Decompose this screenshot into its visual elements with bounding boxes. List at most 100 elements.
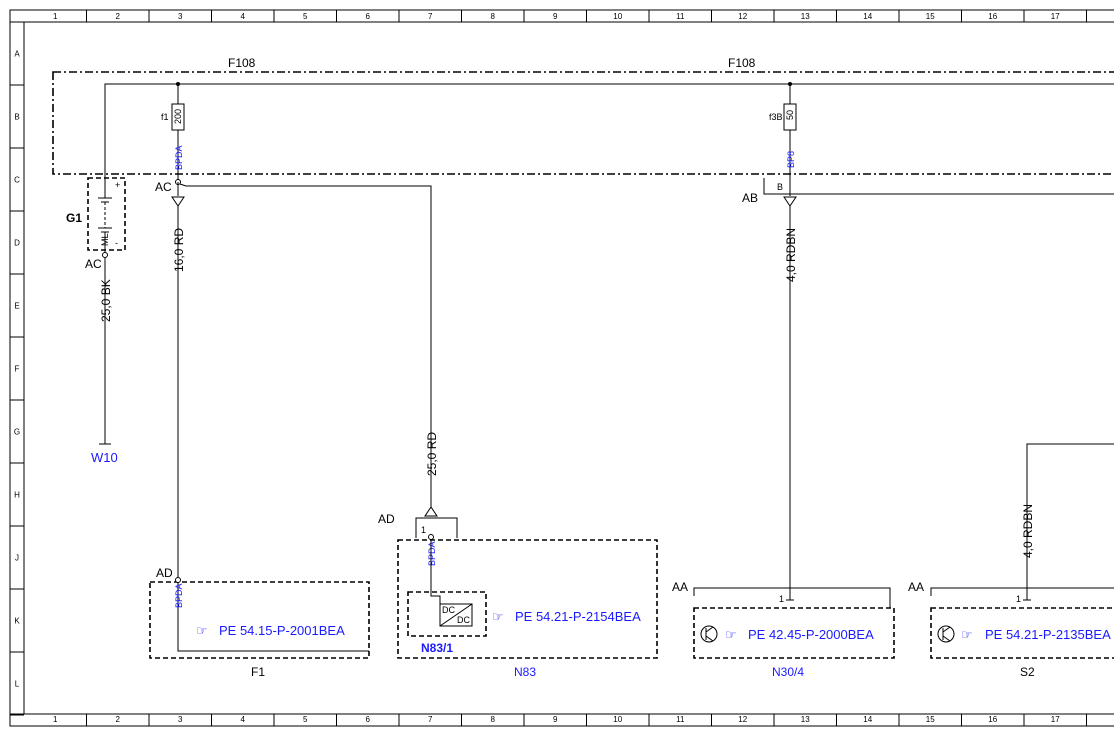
grid-column-label-bottom: 13 xyxy=(801,715,810,724)
ground-w10-label: W10 xyxy=(91,450,118,465)
connector-ac-battery: AC xyxy=(85,257,102,271)
n83-pin-number: 1 xyxy=(421,525,426,535)
grid-column-label-bottom: 4 xyxy=(241,715,246,724)
s2-pin-number: 1 xyxy=(1016,594,1021,604)
n83-reference-link[interactable]: PE 54.21-P-2154BEA xyxy=(515,609,641,624)
grid-column-label-top: 4 xyxy=(241,12,246,21)
wire-4rdbn-right xyxy=(1026,443,1114,600)
component-s2-box xyxy=(930,607,1114,659)
fuse-f1-pin: BPDA xyxy=(174,145,184,170)
fuse-f3b-pin: BP8 xyxy=(786,151,796,168)
battery-plus: + xyxy=(115,180,120,190)
grid-column-label-top: 1 xyxy=(53,12,58,21)
grid-column-label-top: 16 xyxy=(988,12,997,21)
connector-arrow-ab xyxy=(783,196,797,207)
connector-aa-s2: AA xyxy=(908,580,924,594)
grid-row-label: D xyxy=(14,239,20,248)
grid-column-label-bottom: 8 xyxy=(491,715,496,724)
grid-column-label-bottom: 3 xyxy=(178,715,183,724)
wire-label-25rd: 25,0 RD xyxy=(425,432,439,476)
ac-battery-pin xyxy=(102,252,108,258)
grid-column-label-top: 14 xyxy=(863,12,872,21)
grid-column-label-bottom: 1 xyxy=(53,715,58,724)
connector-arrow-ad xyxy=(424,506,438,517)
grid-column-label-bottom: 6 xyxy=(366,715,371,724)
grid-column-label-bottom: 5 xyxy=(303,715,308,724)
grid-row-label: A xyxy=(14,50,20,59)
grid-column-label-bottom: 15 xyxy=(926,715,935,724)
fuse-f3b-value: 50 xyxy=(785,110,795,120)
grid-column-label-top: 6 xyxy=(366,12,371,21)
pointing-hand-icon[interactable]: ☞ xyxy=(196,623,208,638)
transistor-icon xyxy=(937,625,955,643)
grid-column-label-bottom: 11 xyxy=(676,715,685,724)
pointing-hand-icon[interactable]: ☞ xyxy=(961,627,973,642)
s2-connector-bracket xyxy=(930,587,1114,596)
n30-connector-bracket xyxy=(693,587,891,608)
battery-g1-label: G1 xyxy=(66,211,82,225)
grid-row-label: K xyxy=(14,617,20,626)
grid-column-label-bottom: 17 xyxy=(1051,715,1060,724)
grid-column-label-top: 8 xyxy=(491,12,496,21)
connector-ad-f1: AD xyxy=(156,566,173,580)
grid-row-label: G xyxy=(14,428,20,437)
ad-f1-pin xyxy=(175,577,181,583)
component-n83-box xyxy=(397,539,658,659)
grid-row-label: C xyxy=(14,176,20,185)
connector-ad-n83: AD xyxy=(378,512,395,526)
component-s2-label: S2 xyxy=(1020,665,1035,679)
connector-ac-fuse: AC xyxy=(155,180,172,194)
f1-internal-wire xyxy=(177,580,369,652)
connector-b-wire xyxy=(763,178,1114,195)
grid-row-label: H xyxy=(14,491,20,500)
grid-column-label-bottom: 16 xyxy=(988,715,997,724)
diagram-frame xyxy=(9,9,1114,727)
grid-row-label: F xyxy=(15,365,20,374)
battery-marker: ML xyxy=(100,233,110,246)
grid-row-label: E xyxy=(14,302,19,311)
grid-row-label: J xyxy=(15,554,19,563)
component-f1-label: F1 xyxy=(251,665,265,679)
connector-aa-n30: AA xyxy=(672,580,688,594)
f1-junction xyxy=(176,82,180,86)
fuse-f1-name: f1 xyxy=(161,112,169,122)
f1-reference-link[interactable]: PE 54.15-P-2001BEA xyxy=(219,623,345,638)
component-n83-1-box xyxy=(407,591,487,637)
grid-column-label-bottom: 7 xyxy=(428,715,433,724)
dc-dc-converter-icon xyxy=(439,603,473,627)
grid-column-label-top: 3 xyxy=(178,12,183,21)
pointing-hand-icon[interactable]: ☞ xyxy=(725,627,737,642)
grid-column-label-bottom: 2 xyxy=(116,715,121,724)
component-n83-label: N83 xyxy=(514,665,536,679)
grid-labels: 1122334455667788991010111112121313141415… xyxy=(10,10,1087,726)
wire-25rd xyxy=(179,183,432,510)
n83-pin: BPDA xyxy=(427,541,437,566)
pointing-hand-icon[interactable]: ☞ xyxy=(492,609,504,624)
grid-column-label-top: 13 xyxy=(801,12,810,21)
s2-reference-link[interactable]: PE 54.21-P-2135BEA xyxy=(985,627,1111,642)
n30-reference-link[interactable]: PE 42.45-P-2000BEA xyxy=(748,627,874,642)
component-n30-box xyxy=(693,607,895,659)
wire-label-4rdbn-right: 4,0 RDBN xyxy=(1021,504,1035,558)
wire-label-25bk: 25,0 BK xyxy=(99,279,113,322)
grid-column-label-top: 17 xyxy=(1051,12,1060,21)
battery-minus: - xyxy=(115,238,118,248)
fuse-f3b-name: f3B xyxy=(769,112,783,122)
grid-column-label-bottom: 10 xyxy=(613,715,622,724)
grid-column-label-top: 7 xyxy=(428,12,433,21)
grid-column-label-top: 12 xyxy=(738,12,747,21)
transistor-icon xyxy=(700,625,718,643)
component-n83-1-label: N83/1 xyxy=(421,641,453,655)
n30-pin-number: 1 xyxy=(779,594,784,604)
grid-column-label-bottom: 12 xyxy=(738,715,747,724)
grid-column-label-top: 9 xyxy=(553,12,558,21)
grid-column-label-top: 10 xyxy=(613,12,622,21)
component-f1-box xyxy=(149,581,370,659)
fuse-f1-value: 200 xyxy=(173,109,183,124)
n83-connector-bracket xyxy=(415,517,458,538)
grid-column-label-top: 2 xyxy=(116,12,121,21)
main-bus-wire xyxy=(104,83,1114,180)
f108-group-box xyxy=(52,71,1114,175)
wire-label-4rdbn-left: 4,0 RDBN xyxy=(784,228,798,282)
